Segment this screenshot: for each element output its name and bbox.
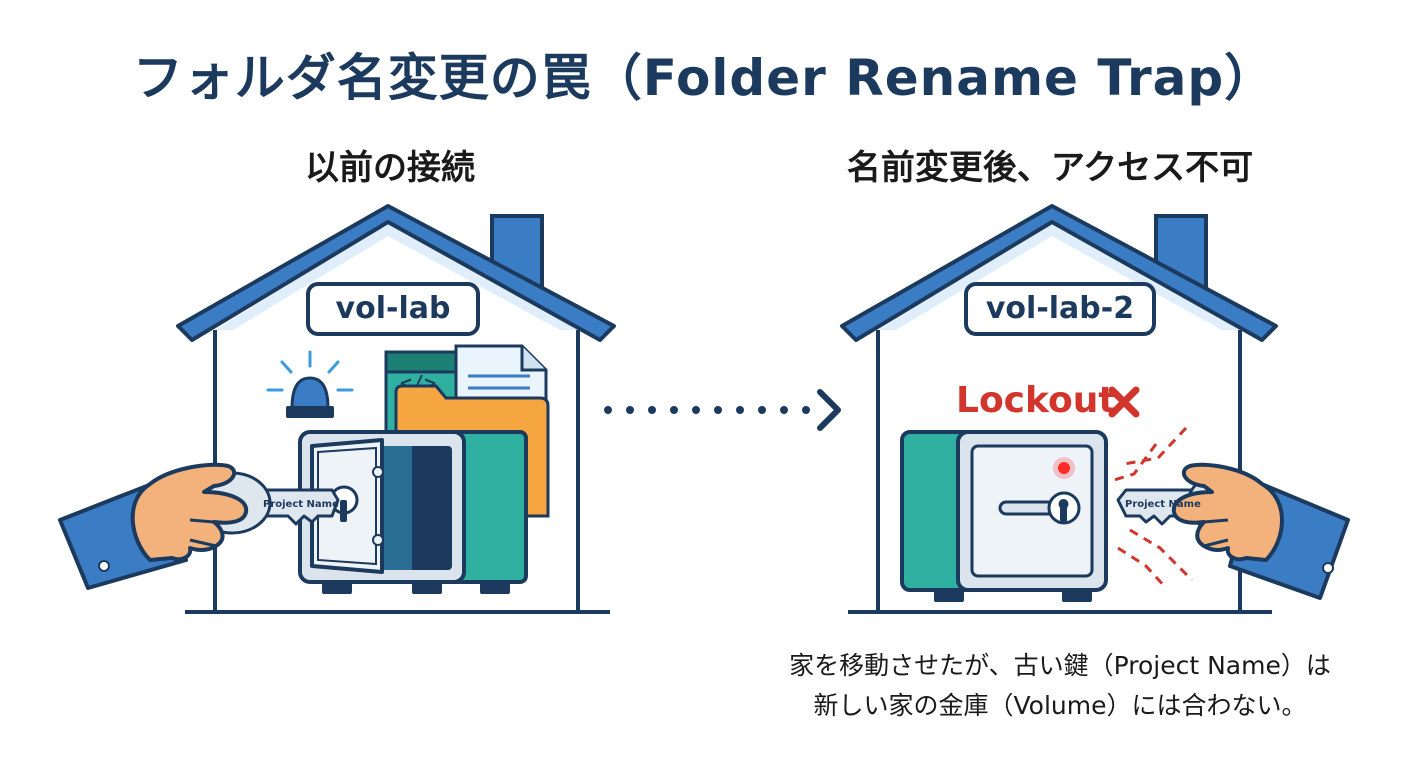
left-hand-icon <box>58 462 249 590</box>
right-safe-locked <box>900 430 1108 602</box>
right-key-label: Project Name <box>1125 499 1201 510</box>
caption: 家を移動させたが、古い鍵（Project Name）は 新しい家の金庫（Volu… <box>760 646 1360 726</box>
close-icon <box>1108 386 1140 418</box>
page-title: フォルダ名変更の罠（Folder Rename Trap） <box>132 49 1276 107</box>
status-led <box>1058 462 1070 474</box>
caption-line-1: 家を移動させたが、古い鍵（Project Name）は <box>789 651 1331 680</box>
right-volume-sign: vol-lab-2 <box>964 282 1156 336</box>
right-roof-inner <box>878 222 1240 330</box>
lockout-label: Lockout <box>956 380 1116 421</box>
left-volume-sign: vol-lab <box>306 282 480 336</box>
right-heading: 名前変更後、アクセス不可 <box>846 148 1254 188</box>
siren-icon <box>266 350 354 418</box>
left-safe-open <box>298 430 528 594</box>
transition-arrow <box>604 389 841 431</box>
left-heading: 以前の接続 <box>305 148 475 188</box>
caption-line-2: 新しい家の金庫（Volume）には合わない。 <box>813 691 1307 720</box>
rejection-marks <box>1113 426 1194 590</box>
left-roof <box>176 204 616 342</box>
right-hand-icon <box>1171 462 1350 600</box>
left-key-label: Project Name <box>263 499 339 510</box>
left-roof-inner <box>215 222 578 330</box>
right-roof <box>840 204 1278 342</box>
